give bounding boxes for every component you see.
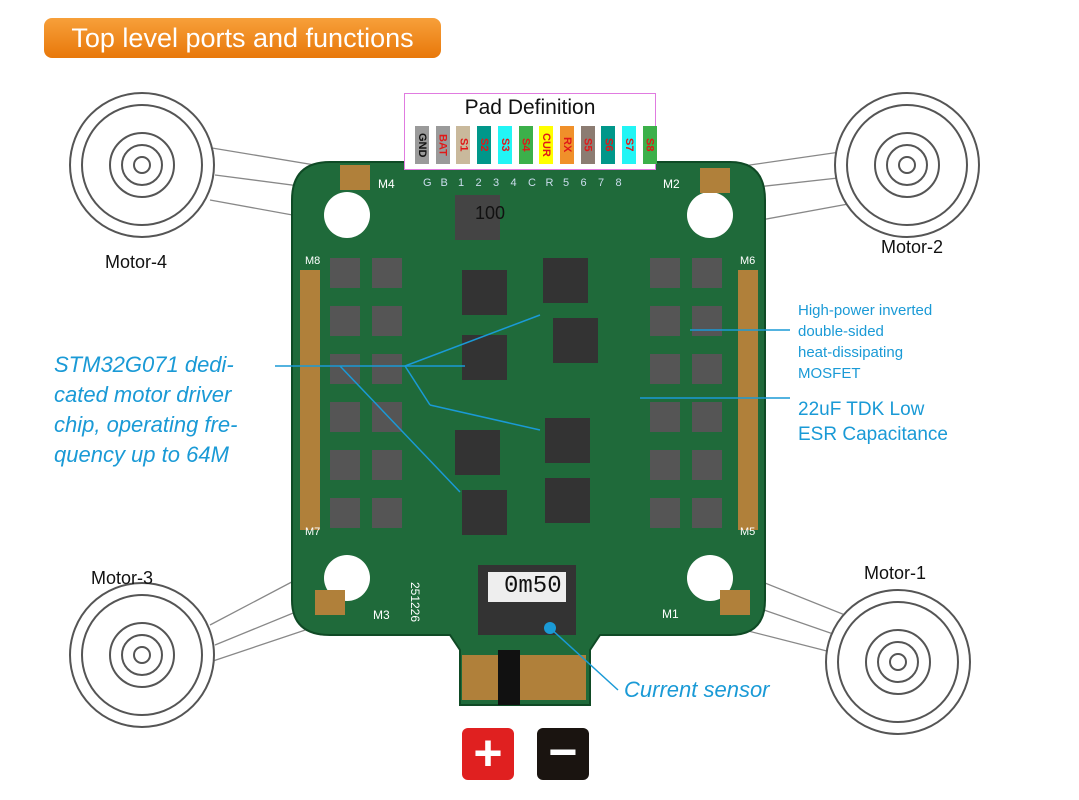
- pad-gnd: GND: [415, 126, 429, 164]
- mcu-line: quency up to 64M: [54, 442, 229, 467]
- silk-m6: M6: [740, 255, 756, 267]
- mosfet-line: MOSFET: [798, 365, 861, 382]
- pad-silk-label: R: [545, 177, 554, 189]
- plus-symbol: +: [473, 725, 503, 781]
- mcu-line: cated motor driver: [54, 382, 232, 407]
- pad-silk-label: 4: [510, 177, 517, 189]
- pad-s1: S1: [456, 126, 471, 164]
- mcu-annotation: STM32G071 dedi- cated motor driver chip,…: [54, 350, 237, 470]
- current-sensor-annotation: Current sensor: [624, 677, 770, 702]
- silk-m8: M8: [305, 255, 321, 267]
- capacitor-annotation: 22uF TDK Low ESR Capacitance: [798, 397, 948, 447]
- pad-silk-label: 6: [580, 177, 587, 189]
- mosfet-line: heat-dissipating: [798, 344, 904, 361]
- pad-s7: S7: [622, 126, 636, 164]
- capacitor-line: 22uF TDK Low: [798, 399, 925, 420]
- silk-m2: M2: [663, 177, 680, 191]
- pad-silk-label: 8: [615, 177, 622, 189]
- pad-silk-label: 7: [598, 177, 605, 189]
- pad-s8: S8: [642, 126, 657, 164]
- silk-m3: M3: [373, 608, 390, 622]
- mosfet-line: double-sided: [798, 323, 884, 340]
- pad-silk-label: 2: [475, 177, 482, 189]
- pad-rx: RX: [559, 126, 574, 164]
- pad-silk-label: 1: [458, 177, 465, 189]
- pad-s3: S3: [497, 126, 512, 164]
- silk-m4: M4: [378, 177, 395, 191]
- mosfet-line: High-power inverted: [798, 302, 933, 319]
- silk-m5: M5: [740, 526, 756, 538]
- motor-1-label: Motor-1: [864, 563, 927, 583]
- pad-silk-label: C: [528, 177, 536, 189]
- inductor-marking: 100: [475, 203, 506, 223]
- page-title: Top level ports and functions: [44, 18, 441, 58]
- pad-s5: S5: [580, 126, 595, 164]
- minus-symbol: −: [548, 724, 578, 780]
- mcu-line: STM32G071 dedi-: [54, 352, 234, 377]
- mosfet-annotation: High-power inverted double-sided heat-di…: [798, 300, 932, 384]
- pad-silk-label: G: [423, 177, 432, 189]
- pad-s6: S6: [601, 126, 616, 164]
- pad-definition-title: Pad Definition: [464, 96, 596, 119]
- shunt-marking: 0m50: [504, 573, 562, 600]
- motor-3-label: Motor-3: [91, 568, 154, 588]
- board-code: 251226: [408, 581, 423, 623]
- pad-s2: S2: [477, 126, 492, 164]
- silk-m1: M1: [662, 607, 679, 621]
- mcu-line: chip, operating fre-: [54, 412, 238, 437]
- pad-silk-label: B: [440, 177, 448, 189]
- pad-cur: CUR: [539, 126, 554, 164]
- silk-m7: M7: [305, 526, 321, 538]
- capacitor-line: ESR Capacitance: [798, 424, 948, 445]
- pad-silk-label: 3: [493, 177, 500, 189]
- pad-silk-label: 5: [563, 177, 570, 189]
- motor-2-label: Motor-2: [881, 237, 944, 257]
- motor-4-label: Motor-4: [105, 252, 168, 272]
- esc-board: [291, 161, 766, 706]
- motor-icons: [69, 92, 980, 735]
- pad-s4: S4: [518, 126, 533, 164]
- negative-terminal-icon: −: [537, 724, 589, 780]
- positive-terminal-icon: +: [462, 728, 514, 780]
- pad-bat: BAT: [435, 126, 450, 164]
